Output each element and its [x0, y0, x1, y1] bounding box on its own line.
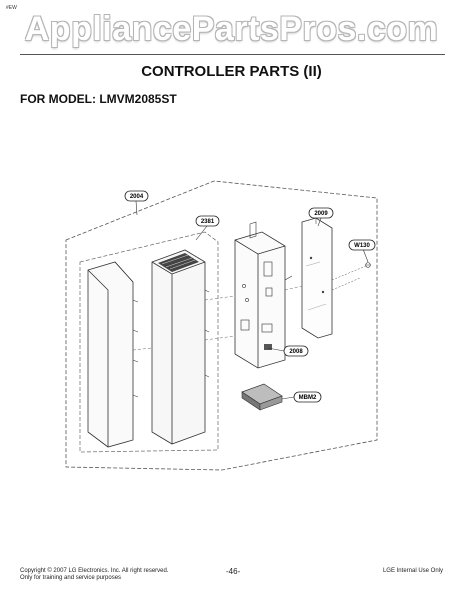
callout-2008-label: 2008: [289, 349, 303, 355]
callout-2008: 2008: [283, 345, 309, 357]
assembly-boundary-outer: [65, 180, 378, 471]
membrane-part: [241, 383, 283, 411]
control-panel-body: [151, 249, 210, 445]
footer-page-number: -46-: [226, 567, 241, 576]
leader-lines: [135, 200, 369, 400]
footer-copyright-line2: Only for training and service purposes: [20, 575, 122, 581]
callout-2009: 2009: [308, 207, 334, 219]
callout-2004-label: 2004: [130, 194, 144, 200]
callout-w130: W130: [348, 239, 376, 251]
screw-part: [331, 262, 371, 291]
alignment-lines: [132, 285, 303, 351]
front-cover-panel: [87, 261, 139, 448]
footer-internal-use: LGE Internal Use Only: [382, 568, 443, 574]
assembly-boundary-inner: [79, 231, 219, 453]
page-title: CONTROLLER PARTS (II): [141, 63, 322, 80]
footer-copyright: Copyright © 2007 LG Electronics. Inc. Al…: [20, 568, 169, 582]
callout-mbm2-label: MBM2: [299, 395, 317, 401]
frame-bracket: [234, 221, 293, 369]
watermark-logo: AppliancePartsPros.com: [24, 10, 439, 48]
callout-mbm2: MBM2: [293, 391, 322, 403]
pcb-board: [301, 217, 333, 339]
page-tag: #EW: [6, 5, 17, 11]
header-rule: [20, 54, 445, 55]
callout-2381-label: 2381: [201, 219, 215, 225]
footer-copyright-line1: Copyright © 2007 LG Electronics. Inc. Al…: [20, 568, 169, 574]
model-label: FOR MODEL: LMVM2085ST: [20, 92, 177, 106]
callout-2004: 2004: [124, 190, 149, 202]
callout-2009-label: 2009: [314, 211, 328, 217]
callout-w130-label: W130: [354, 243, 370, 249]
callout-2381: 2381: [195, 215, 220, 227]
